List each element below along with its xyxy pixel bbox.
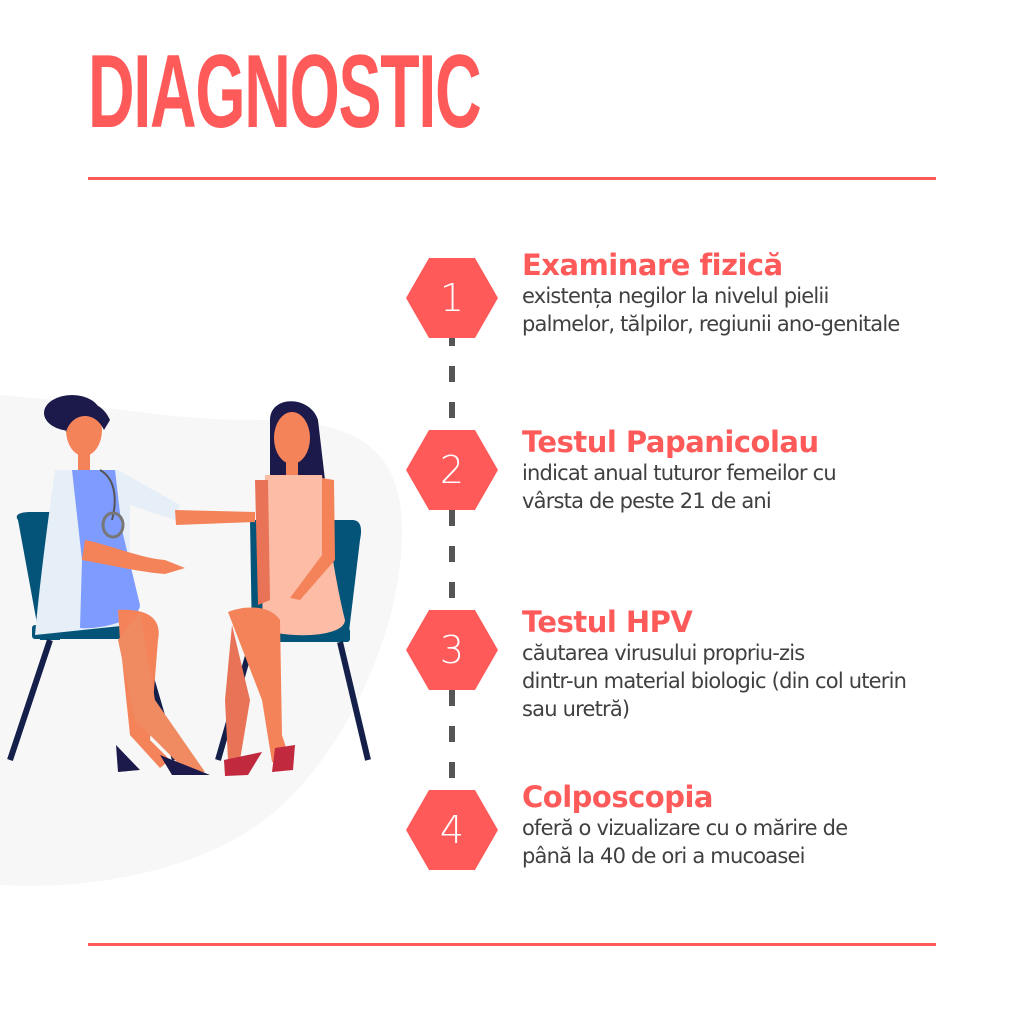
doctor-figure	[35, 395, 255, 775]
timeline-dashed-line	[449, 330, 455, 800]
top-divider	[88, 177, 936, 180]
bottom-divider	[88, 943, 936, 946]
step-number: 4	[439, 808, 465, 852]
step-description-line: palmelor, tălpilor, regiunii ano-genital…	[522, 312, 900, 336]
patient-figure	[224, 401, 345, 776]
step-1: Examinare fizică existența negilor la ni…	[522, 248, 992, 338]
step-description-line: vârsta de peste 21 de ani	[522, 489, 772, 513]
step-2: Testul Papanicolau indicat anual tuturor…	[522, 425, 992, 515]
doctor-patient-illustration	[0, 395, 403, 886]
step-2-hexagon: 2	[406, 430, 498, 510]
step-description-line: oferă o vizualizare cu o mărire de	[522, 816, 848, 840]
step-description-line: indicat anual tuturor femeilor cu	[522, 461, 837, 485]
step-number: 1	[439, 276, 465, 320]
step-title: Examinare fizică	[522, 248, 783, 282]
step-title: Testul HPV	[522, 605, 693, 639]
page-title: DIAGNOSTIC	[88, 34, 482, 150]
step-description-line: dintr-un material biologic (din col uter…	[522, 669, 907, 693]
step-title: Colposcopia	[522, 780, 713, 814]
step-3: Testul HPV căutarea virusului propriu-zi…	[522, 605, 992, 723]
step-title: Testul Papanicolau	[522, 425, 819, 459]
step-4: Colposcopia oferă o vizualizare cu o măr…	[522, 780, 992, 870]
step-number: 3	[439, 628, 465, 672]
step-description-line: căutarea virusului propriu-zis	[522, 641, 805, 665]
step-description-line: sau uretră)	[522, 697, 630, 721]
step-1-hexagon: 1	[406, 258, 498, 338]
step-description-line: până la 40 de ori a mucoasei	[522, 844, 805, 868]
step-number: 2	[439, 448, 465, 492]
step-description-line: existența negilor la nivelul pielii	[522, 284, 829, 308]
